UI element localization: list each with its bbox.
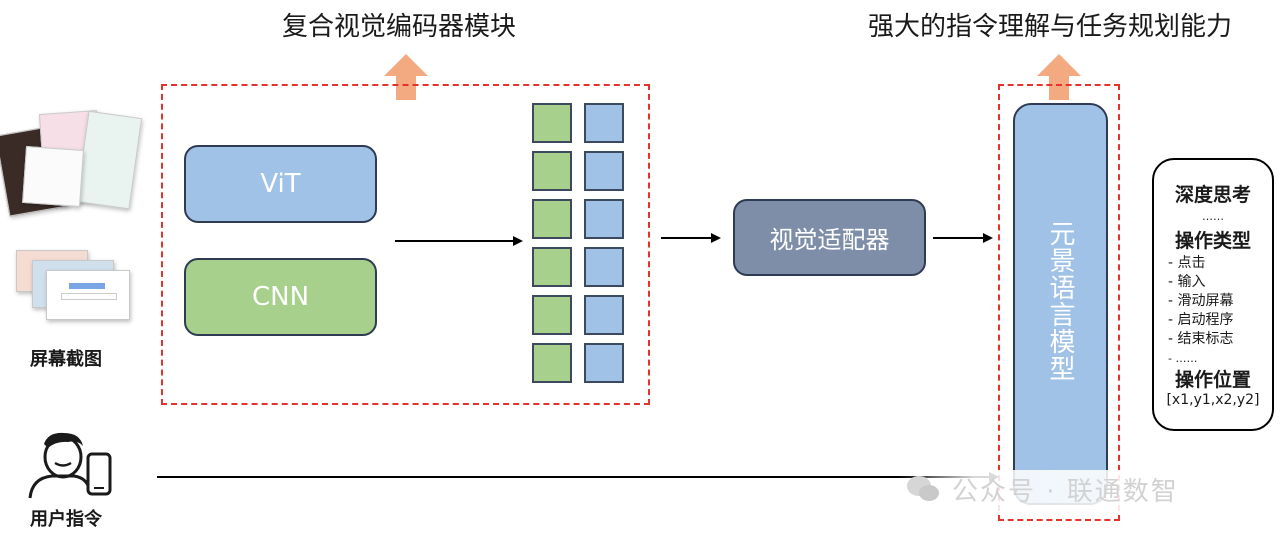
screenshot-label: 屏幕截图 — [30, 349, 102, 370]
visual-token-grid — [532, 103, 626, 387]
cnn-token — [532, 103, 572, 143]
app-screenshot-3 — [75, 110, 143, 210]
action-item: - 结束标志 — [1168, 331, 1234, 347]
arrow-encoder-to-tokens — [395, 236, 523, 246]
output-panel: 深度思考 …… 操作类型 - 点击 - 输入 - 滑动屏幕 - 启动程序 - 结… — [1152, 158, 1274, 431]
ellipsis-1: …… — [1202, 210, 1224, 223]
llm-box: 元景语言模型 — [1013, 103, 1108, 505]
arrow-adapter-to-llm — [933, 233, 993, 243]
action-item: - 滑动屏幕 — [1168, 293, 1234, 309]
visual-adapter-box: 视觉适配器 — [733, 199, 926, 276]
instruction-label: 用户指令 — [30, 509, 102, 530]
action-type-heading: 操作类型 — [1174, 230, 1251, 252]
action-list: - 点击 - 输入 - 滑动屏幕 - 启动程序 - 结束标志 - …… — [1168, 254, 1234, 368]
cnn-token — [532, 247, 572, 287]
llm-region — [998, 84, 1120, 521]
action-item: - 点击 — [1168, 255, 1206, 271]
action-position-heading: 操作位置 — [1174, 369, 1251, 391]
cnn-encoder-box: CNN — [184, 258, 377, 336]
vision-encoder-region — [161, 84, 650, 405]
screenshot-thumbnails — [0, 100, 143, 320]
cnn-token — [532, 295, 572, 335]
user-with-phone-icon — [28, 432, 112, 499]
vit-token — [584, 199, 624, 239]
vision-encoder-title: 复合视觉编码器模块 — [282, 12, 517, 42]
vit-token — [584, 343, 624, 383]
vit-encoder-box: ViT — [184, 145, 377, 223]
coords-text: [x1,y1,x2,y2] — [1166, 392, 1260, 408]
deep-thinking-heading: 深度思考 — [1174, 184, 1251, 206]
action-item: - 输入 — [1168, 274, 1206, 290]
capability-title: 强大的指令理解与任务规划能力 — [868, 12, 1233, 42]
up-arrow-encoder — [384, 54, 428, 100]
vit-token — [584, 151, 624, 191]
vit-token — [584, 295, 624, 335]
arrow-tokens-to-adapter — [661, 233, 721, 243]
arrow-instruction-to-llm — [157, 472, 999, 482]
action-item: - 启动程序 — [1168, 312, 1234, 328]
wechat-logo-icon — [905, 473, 941, 505]
watermark-backdrop — [898, 470, 1278, 514]
llm-label: 元景语言模型 — [1045, 220, 1075, 382]
app-screenshot-4 — [22, 146, 84, 207]
cnn-token — [532, 343, 572, 383]
cnn-token — [532, 199, 572, 239]
up-arrow-llm — [1037, 54, 1081, 100]
desktop-screenshot-3 — [46, 270, 130, 320]
vit-token — [584, 103, 624, 143]
watermark-text: 公众号 · 联通数智 — [952, 477, 1179, 507]
action-item: - …… — [1168, 352, 1198, 365]
vit-token — [584, 247, 624, 287]
cnn-token — [532, 151, 572, 191]
